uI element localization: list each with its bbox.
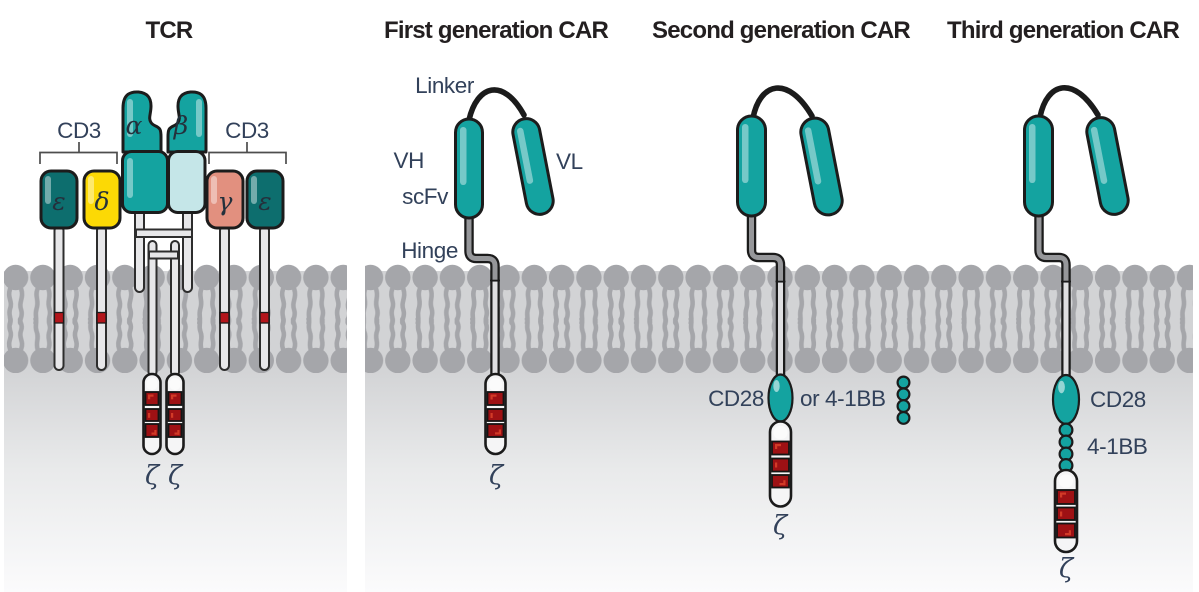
zeta-left-stem [147,240,158,377]
tcr-beta-constant-domain [167,150,207,214]
vl-domain [511,117,555,216]
linker-curve [750,85,815,121]
itam-motif [167,423,183,438]
cd3-delta-domain [82,169,122,230]
cd28-domain [1051,373,1081,426]
itam-motif [144,408,160,422]
itam-motif [486,408,505,422]
vl-domain [799,116,844,217]
41bb-bead [896,399,911,414]
linker-curve [466,87,527,123]
gen2-zeta-chain [768,420,793,508]
epsilon-right-label: ε [258,187,271,216]
epsilon-left-stem [53,225,65,371]
gamma-stem [219,225,230,371]
zeta-right-stem [170,240,180,377]
alpha-label: α [126,111,143,140]
vl-domain [1085,116,1130,216]
gamma-label: γ [218,187,233,216]
gen2-zeta-label: ζ [773,511,789,541]
vh-domain [454,117,484,220]
itam-motif [771,440,790,456]
vh-domain [1023,114,1054,218]
vl-label: VL [556,149,583,174]
cd28-domain [767,373,794,423]
beta-label: β [173,111,188,140]
itam-motif [771,474,790,489]
itam-motif [1056,506,1076,521]
tcr-title: TCR [146,17,193,44]
cd3-right-bracket [208,142,287,164]
41bb-bead-column [1058,422,1074,474]
tcr-panel: TCR CD3 CD3 [39,17,287,491]
tcr-zeta-chain-left [142,372,162,456]
gen1-zeta-chain [484,372,507,456]
gen1-title: First generation CAR [384,17,608,44]
delta-label: δ [94,187,109,216]
41bb-bead [1058,434,1074,450]
gen1-zeta-label: ζ [489,461,505,491]
tm-band [259,311,270,324]
epsilon-right-stem [259,225,270,371]
disulfide-bar-inner [148,250,179,260]
cd28-label: CD28 [708,386,764,411]
41bb-bead [896,387,911,402]
gen3-panel: Third generation CAR CD28 4-1BB [947,17,1180,584]
gen1-panel: First generation CAR Linker VH VL scFv H… [384,17,609,491]
itam-motif [1056,489,1076,505]
tm-band [96,311,107,324]
41bb-label: 4-1BB [1087,434,1148,459]
beta-stem [182,207,193,293]
itam-motif [486,423,505,438]
itam-motif [486,391,505,406]
linker-label: Linker [415,73,475,98]
cd3-epsilon-right-domain [245,169,285,230]
itam-motif [167,408,183,422]
hinge-label: Hinge [401,238,458,263]
cd3-epsilon-left-domain [39,169,79,230]
gen2-title: Second generation CAR [652,17,910,44]
disulfide-bar-outer [135,228,193,238]
vh-label: VH [394,148,424,173]
delta-stem [96,225,107,371]
tm-band [53,311,65,324]
41bb-bead-column [896,375,911,425]
linker-curve [1037,85,1101,120]
cd28-label: CD28 [1090,387,1146,412]
itam-motif [1056,522,1076,539]
cd3-left-label: CD3 [57,118,101,143]
or-41bb-label: or 4-1BB [800,386,886,411]
tcr-zeta-chain-right [165,372,185,456]
cd3-right-label: CD3 [225,118,269,143]
vh-domain [736,114,767,218]
41bb-bead [896,410,911,425]
cd3-left-bracket [39,142,118,164]
tcr-alpha-variable-domain [121,90,163,154]
gen3-zeta-chain [1053,468,1079,554]
itam-motif [144,391,160,406]
gen3-zeta-label: ζ [1059,554,1075,584]
tcr-beta-variable-domain [166,90,208,154]
41bb-bead [1058,422,1074,438]
epsilon-left-label: ε [52,187,65,216]
itam-motif [167,391,183,406]
itam-motif [771,457,790,473]
alpha-stem [134,207,145,293]
gen3-title: Third generation CAR [947,17,1179,44]
tm-band [219,311,230,324]
itam-motif [144,423,160,438]
zeta-left-label: ζ [145,461,161,491]
41bb-bead [896,375,911,390]
gen2-panel: Second generation CAR CD28 or 4-1BB [652,17,911,541]
cd3-gamma-domain [205,169,245,230]
scfv-label: scFv [402,184,449,209]
zeta-right-label: ζ [168,461,184,491]
